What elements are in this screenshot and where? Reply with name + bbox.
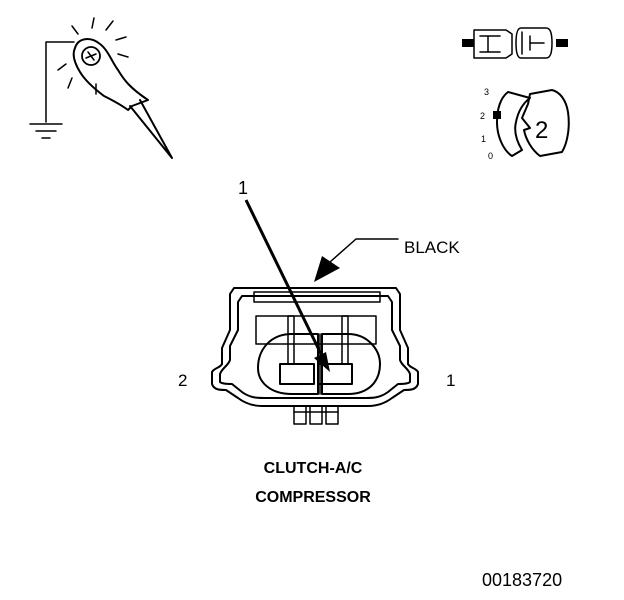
pin-label-left: 2	[178, 371, 187, 390]
wire-color-label: BLACK	[404, 238, 460, 257]
callout-number: 1	[238, 178, 248, 198]
selector-scale-2: 2	[480, 111, 485, 121]
wire-color-leader	[314, 238, 399, 282]
figure-id: 00183720	[482, 570, 562, 590]
connector-title-line2: COMPRESSOR	[255, 489, 371, 506]
terminal-pin-icon	[462, 27, 568, 59]
selector-scale-1: 1	[481, 134, 486, 144]
selector-selected-pin: 2	[535, 117, 548, 144]
connector-title-line1: CLUTCH-A/C	[264, 460, 363, 477]
selector-scale-0: 0	[488, 151, 493, 161]
pin-label-right: 1	[446, 371, 455, 390]
pin-selector-icon: 3 2 1 0 2	[480, 87, 570, 161]
selector-scale-3: 3	[484, 87, 489, 97]
connector-face	[211, 287, 419, 425]
test-probe-ground-icon	[29, 17, 173, 159]
